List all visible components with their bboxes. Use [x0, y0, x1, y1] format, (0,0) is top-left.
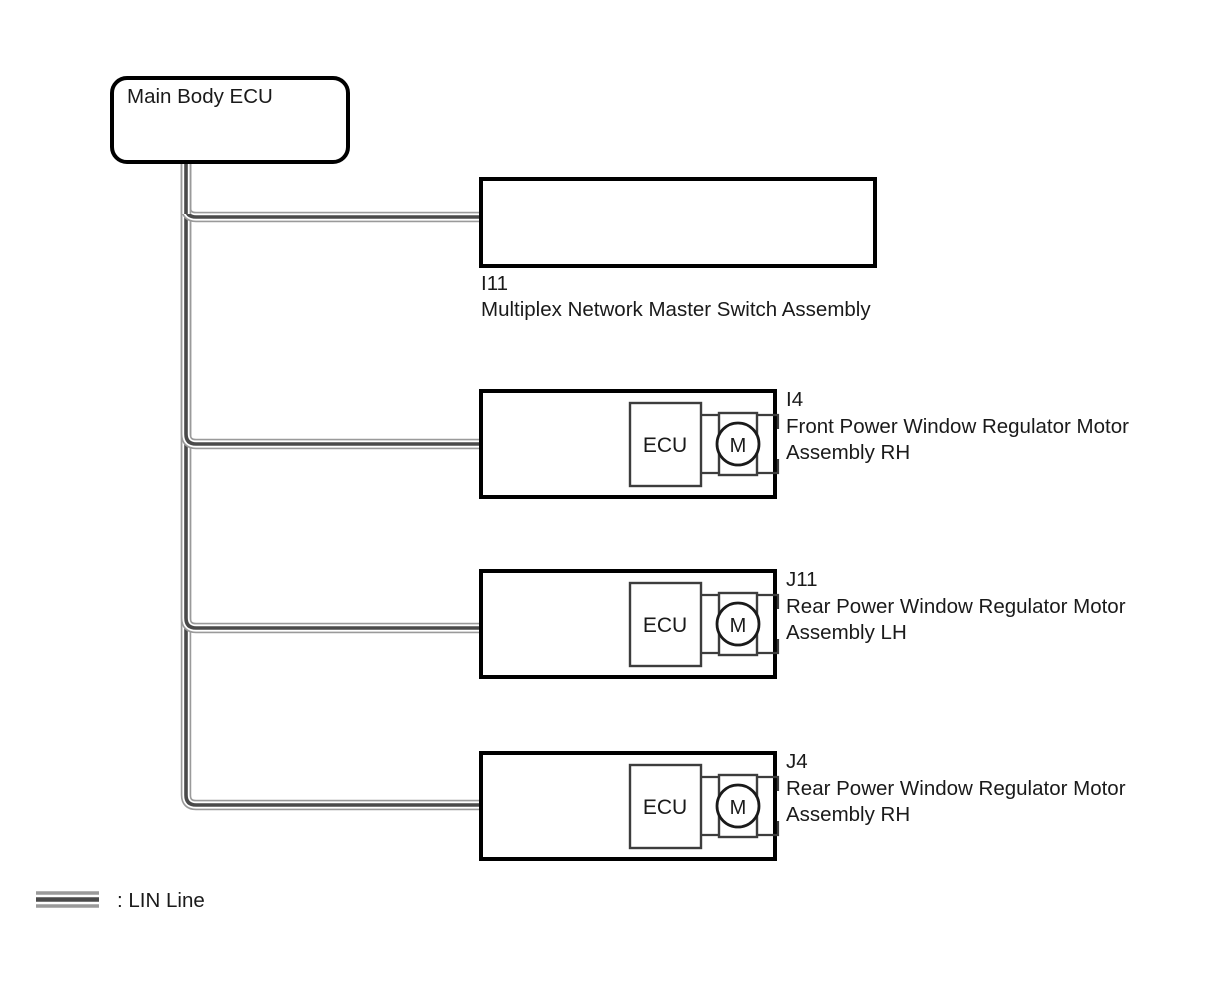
node-j4-name-line1: Rear Power Window Regulator Motor	[786, 777, 1126, 800]
node-i4-name-line2: Assembly RH	[786, 441, 910, 464]
node-j11-motor-icon	[715, 601, 761, 647]
lin-branch-j11	[180, 162, 481, 634]
node-j11-name-line2: Assembly LH	[786, 621, 907, 644]
lin-branch-i4	[180, 162, 481, 450]
main-body-ecu-node[interactable]: Main Body ECU	[110, 76, 350, 164]
node-j11-ecu-block	[628, 581, 703, 668]
node-j11-name-line1: Rear Power Window Regulator Motor	[786, 595, 1126, 618]
lin-line-swatch-icon	[36, 891, 99, 908]
main-body-ecu-label: Main Body ECU	[127, 85, 273, 108]
node-i4[interactable]: ECU M I4 Front Power Window Regulator Mo…	[479, 388, 1129, 499]
lin-branch-j4	[180, 162, 481, 811]
node-j11-motor-label: M	[730, 615, 747, 637]
legend: : LIN Line	[36, 889, 205, 912]
node-j11[interactable]: ECU M J11 Rear Power Window Regulator Mo…	[479, 568, 1126, 679]
node-j4-code: J4	[786, 750, 808, 773]
node-j4[interactable]: ECU M J4 Rear Power Window Regulator Mot…	[479, 750, 1126, 861]
node-i4-ecu-block	[628, 401, 703, 488]
node-i11[interactable]: I11 Multiplex Network Master Switch Asse…	[479, 177, 877, 321]
node-j11-ecu-label: ECU	[643, 614, 687, 637]
lin-bus-network	[180, 160, 481, 811]
node-i11-code: I11	[481, 272, 508, 295]
lin-branch-i11	[180, 162, 481, 223]
node-i4-motor-icon	[715, 421, 761, 467]
node-j4-motor-icon	[715, 783, 761, 829]
main-body-ecu-box[interactable]	[110, 76, 350, 164]
node-j4-name-line2: Assembly RH	[786, 803, 910, 826]
node-j4-ecu-block	[628, 763, 703, 850]
node-i4-ecu-label: ECU	[643, 434, 687, 457]
node-i4-code: I4	[786, 388, 803, 411]
node-i4-name-line1: Front Power Window Regulator Motor	[786, 415, 1129, 438]
node-j4-ecu-label: ECU	[643, 796, 687, 819]
node-i11-box[interactable]	[479, 177, 877, 268]
legend-label: : LIN Line	[117, 889, 205, 912]
node-j4-motor-label: M	[730, 797, 747, 819]
node-i4-motor-label: M	[730, 435, 747, 457]
node-j11-code: J11	[786, 568, 818, 591]
node-i11-name: Multiplex Network Master Switch Assembly	[481, 298, 871, 321]
